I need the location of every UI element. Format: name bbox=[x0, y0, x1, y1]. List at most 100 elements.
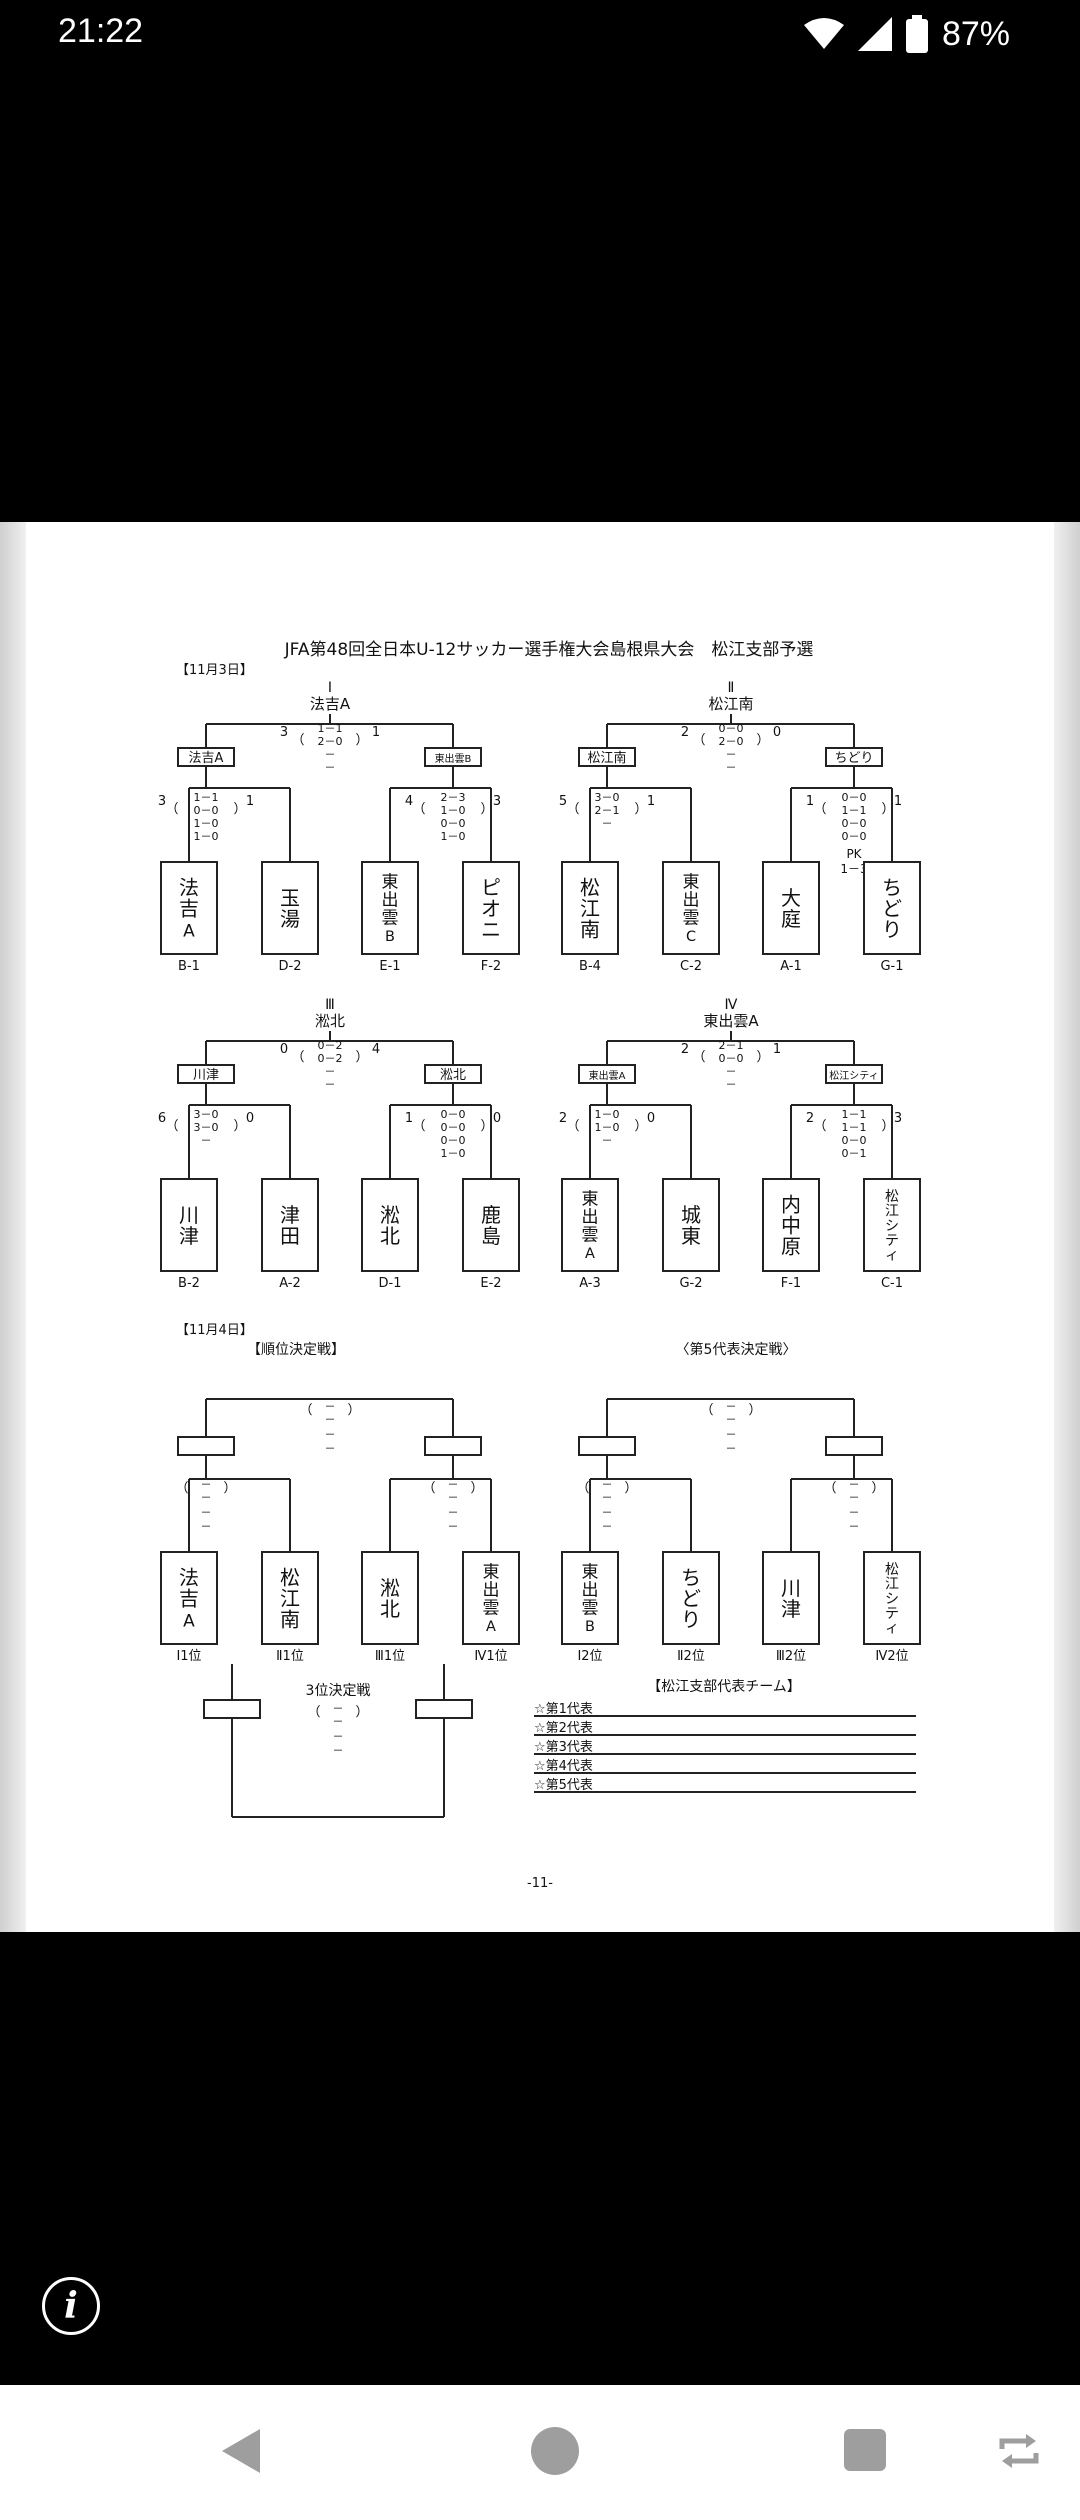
team-name-char: 雲 bbox=[683, 908, 700, 928]
team-code: D-1 bbox=[379, 1276, 402, 1291]
team-box bbox=[160, 1551, 218, 1645]
empty-score: － bbox=[448, 1478, 459, 1491]
final-score-left: 2 bbox=[681, 725, 689, 740]
empty-score: － bbox=[325, 1428, 336, 1441]
team-name-char: 雲 bbox=[582, 1598, 599, 1618]
semi-half-score: 1－1 bbox=[842, 1121, 867, 1134]
team-name: 東出雲B bbox=[382, 873, 399, 946]
empty-score: － bbox=[333, 1744, 344, 1757]
paren: （ bbox=[813, 802, 826, 817]
representative-slot: ☆第3代表 bbox=[534, 1740, 593, 1755]
team-code: B-1 bbox=[178, 959, 200, 974]
battery-icon bbox=[905, 15, 928, 53]
semi-winner-box bbox=[578, 1436, 636, 1456]
block-winner: 松江南 bbox=[708, 695, 753, 713]
empty-score: － bbox=[201, 1506, 212, 1519]
team-name-char: 松 bbox=[885, 1562, 899, 1578]
team-name-char: 淞 bbox=[380, 1203, 400, 1227]
team-name-char: ど bbox=[882, 897, 902, 921]
semi-score-right: 1 bbox=[647, 794, 655, 809]
team-name-char: 江 bbox=[885, 1204, 899, 1220]
document-viewer[interactable]: JFA第48回全日本U-12サッカー選手権大会島根県大会 松江支部予選【11月3… bbox=[0, 522, 1080, 1932]
paren: ） bbox=[480, 1119, 493, 1134]
semi-score-left: 1 bbox=[806, 794, 814, 809]
semi-winner-name: 松江南 bbox=[587, 750, 626, 766]
team-name-char: 津 bbox=[280, 1203, 300, 1227]
team-name-char: 津 bbox=[781, 1597, 801, 1621]
semi-half-score: 0－0 bbox=[441, 817, 466, 830]
team-name: 内中原 bbox=[781, 1193, 801, 1259]
semi-score-right: 0 bbox=[493, 1111, 501, 1126]
team-name-char: テ bbox=[885, 1606, 899, 1622]
home-icon[interactable] bbox=[531, 2427, 579, 2475]
empty-score: － bbox=[325, 1400, 336, 1413]
team-name-char: 北 bbox=[380, 1597, 400, 1621]
team-name-char: 津 bbox=[179, 1224, 199, 1248]
team-box bbox=[762, 1178, 820, 1272]
team-name-char: 雲 bbox=[382, 908, 399, 928]
team-name-char: 出 bbox=[683, 890, 700, 910]
team-name-char: 東 bbox=[483, 1563, 500, 1583]
final-extra: － bbox=[726, 1078, 737, 1091]
final-score-right: 1 bbox=[773, 1042, 781, 1057]
paren: （ bbox=[823, 1481, 836, 1496]
final-score-left: 3 bbox=[280, 725, 288, 740]
team-box bbox=[561, 1178, 619, 1272]
team-name-char: 出 bbox=[582, 1580, 599, 1600]
team-name-char: C bbox=[686, 929, 696, 945]
semi-half-score: 1－0 bbox=[595, 1108, 620, 1121]
semi-half-score: 1－0 bbox=[441, 830, 466, 843]
info-icon[interactable]: i bbox=[42, 2277, 100, 2335]
recents-icon[interactable] bbox=[844, 2429, 886, 2471]
final-extra: － bbox=[325, 1065, 336, 1078]
team-box bbox=[462, 1178, 520, 1272]
team-name-char: 吉 bbox=[179, 1587, 199, 1611]
block-numeral: Ⅳ bbox=[725, 997, 738, 1013]
semi-score-left: 6 bbox=[158, 1111, 166, 1126]
paren: ） bbox=[355, 733, 368, 748]
team-name-char: 江 bbox=[580, 897, 600, 921]
final-half2: 0－0 bbox=[719, 1052, 744, 1065]
team-box bbox=[160, 861, 218, 955]
team-name-char: ど bbox=[681, 1587, 701, 1611]
team-rank: Ⅰ2位 bbox=[577, 1649, 602, 1664]
team-box bbox=[361, 861, 419, 955]
wifi-icon bbox=[803, 18, 844, 49]
team-rank: Ⅲ2位 bbox=[776, 1649, 806, 1664]
empty-score: － bbox=[201, 1478, 212, 1491]
semi-score-right: 3 bbox=[894, 1111, 902, 1126]
team-name: 東出雲B bbox=[582, 1563, 599, 1636]
team-name-char: ィ bbox=[885, 1248, 899, 1264]
page-number: -11- bbox=[527, 1876, 553, 1891]
back-icon[interactable] bbox=[222, 2429, 260, 2473]
team-name-char: シ bbox=[885, 1591, 899, 1607]
semi-half-score: － bbox=[201, 1134, 212, 1147]
semi-half-score: 2－3 bbox=[441, 791, 466, 804]
paren: （ bbox=[165, 1119, 178, 1134]
semi-winner-name: ちどり bbox=[834, 751, 873, 766]
signal-icon bbox=[857, 17, 892, 51]
empty-score: － bbox=[333, 1730, 344, 1743]
paren: （ bbox=[692, 1050, 705, 1065]
pk-score: 1－3 bbox=[840, 862, 867, 876]
paren: ） bbox=[871, 1481, 884, 1496]
team-box bbox=[261, 861, 319, 955]
team-name: 東出雲A bbox=[582, 1190, 599, 1263]
team-name-char: 東 bbox=[582, 1190, 599, 1210]
team-box bbox=[863, 1178, 921, 1272]
team-name: 津田 bbox=[280, 1203, 300, 1248]
block-numeral: Ⅲ bbox=[325, 997, 335, 1013]
team-box bbox=[662, 1551, 720, 1645]
empty-score: － bbox=[448, 1506, 459, 1519]
day1-label: 【11月3日】 bbox=[176, 663, 253, 678]
paren: ） bbox=[634, 802, 647, 817]
rotate-icon[interactable] bbox=[996, 2431, 1042, 2471]
placement-heading: 【順位決定戦】 bbox=[247, 1342, 345, 1358]
empty-score: － bbox=[849, 1520, 860, 1533]
final-extra: － bbox=[325, 748, 336, 761]
semi-half-score: 1－0 bbox=[441, 804, 466, 817]
empty-score: － bbox=[201, 1491, 212, 1504]
final-half1: 0－2 bbox=[318, 1039, 343, 1052]
block-winner: 淞北 bbox=[315, 1012, 345, 1030]
team-name-char: 出 bbox=[382, 890, 399, 910]
